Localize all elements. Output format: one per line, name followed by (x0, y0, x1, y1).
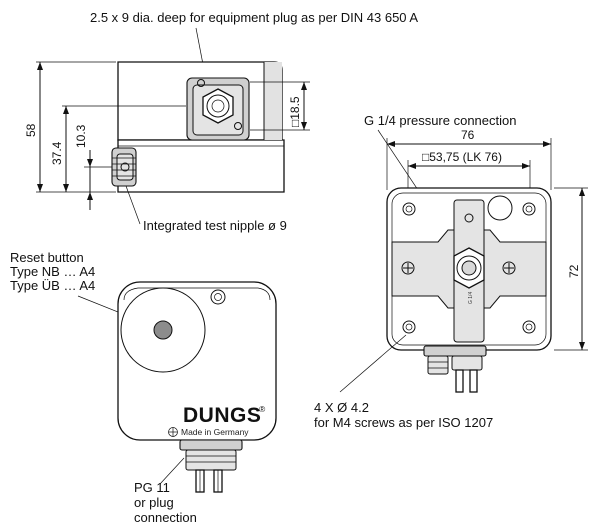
mounting-hole-tr-inner (525, 205, 533, 213)
mounting-hole-br-inner (525, 323, 533, 331)
dim-53-arrow-right (522, 163, 530, 169)
dim-53-arrow-left (408, 163, 416, 169)
mounting-hole-tl (402, 202, 416, 216)
pressure-port-ring (456, 255, 482, 281)
rear-small-hole (464, 213, 474, 223)
pg11-leader (159, 457, 185, 485)
rear-vent-hole (487, 195, 513, 221)
pressure-conn-label: G 1/4 pressure connection (364, 113, 516, 128)
reset-dial-ring (120, 287, 206, 373)
rear-cross-screw-left (401, 261, 415, 275)
made-in-label: Made in Germany (181, 427, 249, 437)
dim-76-arrow-right (543, 141, 551, 147)
dim-10-3-arrow-bottom (87, 192, 93, 200)
dim-72-arrow-top (579, 188, 585, 196)
pressure-port-mark: G 1/4 (468, 292, 474, 304)
mounting-hole-br (522, 320, 536, 334)
reset-label-line1: Reset button (10, 250, 84, 265)
plug-socket-bore (211, 99, 225, 113)
dim-18-5-arrow-bottom (301, 122, 307, 130)
plug-socket-ring (206, 94, 230, 118)
dim-58-label: 58 (24, 123, 38, 137)
test-nipple (111, 147, 137, 187)
mounting-hole-tl-inner (405, 205, 413, 213)
dim-10-3-label: 10.3 (74, 124, 88, 148)
pg11-label-line3: connection (134, 510, 197, 525)
plug-screw-top (197, 79, 205, 87)
dim-37-4-label: 37.4 (50, 141, 64, 165)
dim-10-3-arrow-top (87, 159, 93, 167)
rear-cross-screw-right (502, 261, 516, 275)
test-nipple-leader (125, 185, 141, 225)
front-screw-inner (214, 293, 222, 301)
dim-76-label: 76 (461, 128, 475, 142)
rear-view: G 1/4 pressure connection 76 □53,75 (LK … (314, 113, 588, 430)
brand-logo: DUNGS (183, 404, 261, 427)
dim-18-5-label: □18.5 (288, 96, 302, 127)
dim-72-arrow-bottom (579, 342, 585, 350)
side-view-base (117, 139, 285, 193)
rear-connector (423, 345, 487, 393)
test-nipple-label: Integrated test nipple ø 9 (143, 218, 287, 233)
dim-58-arrow-bottom (37, 184, 43, 192)
reset-label-line2: Type NB … A4 (10, 264, 95, 279)
dim-53-label: □53,75 (LK 76) (422, 150, 502, 164)
mounting-hole-bl (402, 320, 416, 334)
dim-76-arrow-left (387, 141, 395, 147)
plug-note-label: 2.5 x 9 dia. deep for equipment plug as … (90, 10, 418, 25)
side-view: 2.5 x 9 dia. deep for equipment plug as … (24, 10, 418, 233)
reset-button (153, 320, 173, 340)
mounting-hole-bl-inner (405, 323, 413, 331)
front-screw (210, 289, 226, 305)
dim-37-4-arrow-bottom (63, 184, 69, 192)
pg11-label-line2: or plug (134, 495, 174, 510)
front-view-top-bevel (123, 287, 271, 301)
pressure-port-bore (461, 260, 477, 276)
brand-registered: ® (259, 404, 266, 414)
front-view: Reset button Type NB … A4 Type ÜB … A4 D… (10, 250, 277, 525)
plug-screw-bottom (234, 122, 242, 130)
dim-72-label: 72 (567, 264, 581, 278)
screws-label-line2: for M4 screws as per ISO 1207 (314, 415, 493, 430)
side-view-shade (264, 62, 282, 140)
pg11-label-line1: PG 11 (134, 480, 170, 495)
screws-label-line1: 4 X Ø 4.2 (314, 400, 369, 415)
dim-58-arrow-top (37, 62, 43, 70)
pg11-connector (179, 439, 243, 493)
reset-label-line3: Type ÜB … A4 (10, 278, 95, 293)
mounting-hole-tr (522, 202, 536, 216)
screws-leader (339, 334, 407, 393)
dim-37-4-arrow-top (63, 106, 69, 114)
dim-18-5-arrow-top (301, 82, 307, 90)
